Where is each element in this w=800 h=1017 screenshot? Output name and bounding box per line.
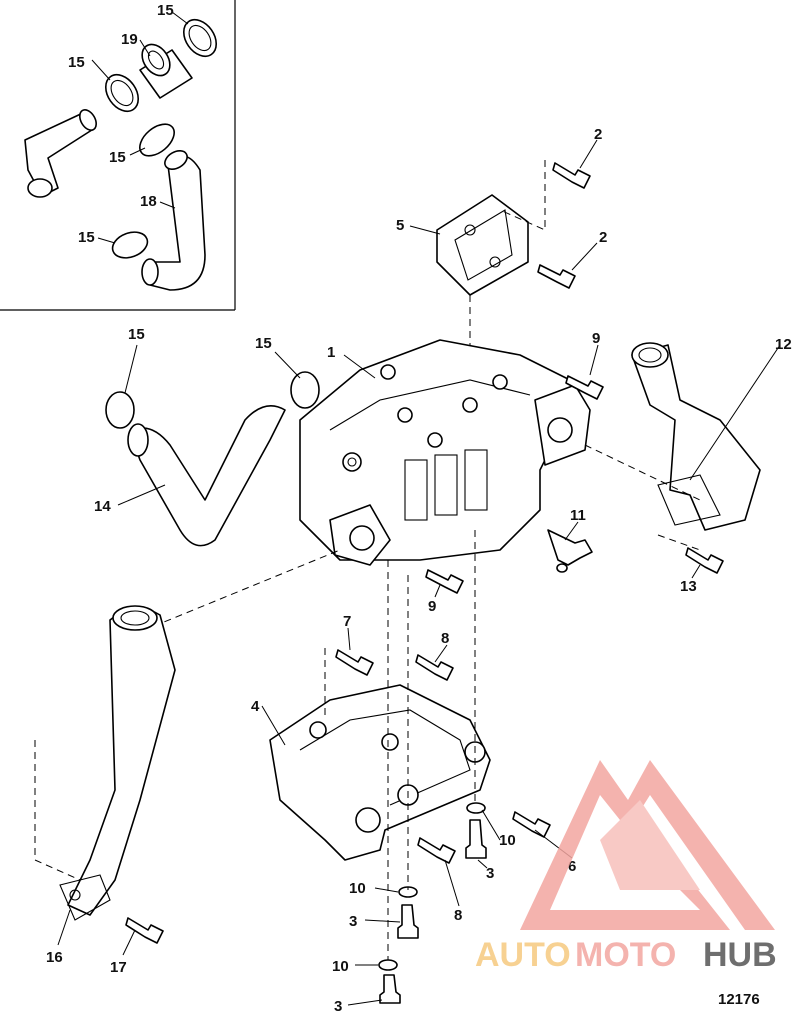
leader-lines xyxy=(57,11,781,1006)
label-15-hose14-right: 15 xyxy=(255,335,272,352)
bolt-2-lower xyxy=(537,264,576,289)
clamp-15-lower xyxy=(111,231,149,259)
label-2-lower: 2 xyxy=(599,229,607,246)
label-19: 19 xyxy=(121,31,138,48)
bracket-5 xyxy=(436,194,529,296)
label-15-lower: 15 xyxy=(78,229,95,246)
stud-3-right xyxy=(465,819,487,859)
inset-frame xyxy=(0,0,236,311)
hose-19 xyxy=(139,43,193,99)
label-16: 16 xyxy=(46,949,63,966)
label-12: 12 xyxy=(775,336,792,353)
bolt-2-upper xyxy=(552,162,591,189)
label-15-top: 15 xyxy=(157,2,174,19)
label-13: 13 xyxy=(680,578,697,595)
label-9-upper: 9 xyxy=(592,330,600,347)
label-3-bottom: 3 xyxy=(334,998,342,1015)
automotohub-logo: AUTO MOTO HUB xyxy=(475,760,777,974)
bolt-9-lower xyxy=(425,569,464,594)
washer-10-lower-b xyxy=(378,959,398,971)
clamp-15-left xyxy=(104,73,140,113)
label-7: 7 xyxy=(343,613,351,630)
label-17: 17 xyxy=(110,959,127,976)
label-8-lower: 8 xyxy=(454,907,462,924)
mounting-bracket-4 xyxy=(269,684,491,861)
bolt-13 xyxy=(685,547,724,574)
stud-3-bottom xyxy=(379,974,401,1004)
logo-text-auto: AUTO xyxy=(475,936,571,974)
figure-number: 12176 xyxy=(718,991,760,1008)
logo-text-moto: MOTO xyxy=(575,936,676,974)
bolt-9-upper xyxy=(565,375,604,400)
label-10-right: 10 xyxy=(499,832,516,849)
label-18: 18 xyxy=(140,193,157,210)
bolt-6 xyxy=(512,811,551,838)
label-3-right: 3 xyxy=(486,865,494,882)
bolt-17 xyxy=(125,917,164,944)
clamp-15-top xyxy=(182,18,218,58)
clamp-15-hose14-right xyxy=(290,371,320,409)
washer-10-right xyxy=(466,802,486,814)
label-15-mid: 15 xyxy=(109,149,126,166)
label-15-left: 15 xyxy=(68,54,85,71)
hose-14 xyxy=(127,404,286,547)
label-10-bottom: 10 xyxy=(332,958,349,975)
elbow-fitting xyxy=(24,109,97,198)
clamp-15-mid xyxy=(139,123,175,157)
label-15-hose14-left: 15 xyxy=(128,326,145,343)
label-1: 1 xyxy=(327,344,335,361)
stud-3-mid xyxy=(397,904,419,939)
label-6: 6 xyxy=(568,858,576,875)
label-4: 4 xyxy=(251,698,260,715)
label-3-mid: 3 xyxy=(349,913,357,930)
label-8-upper: 8 xyxy=(441,630,449,647)
sensor-11 xyxy=(547,529,593,573)
hose-18 xyxy=(141,150,206,291)
pipe-16 xyxy=(59,605,176,921)
logo-text-hub: HUB xyxy=(703,936,777,974)
bolt-7 xyxy=(335,649,374,676)
bolt-8-upper xyxy=(415,654,454,681)
clamp-15-hose14-left xyxy=(105,391,135,429)
label-9-lower: 9 xyxy=(428,598,436,615)
label-5: 5 xyxy=(396,217,404,234)
bolt-8-lower xyxy=(417,837,456,864)
label-10-mid: 10 xyxy=(349,880,366,897)
label-14: 14 xyxy=(94,498,111,515)
elbow-pipe-12 xyxy=(631,342,761,531)
label-2-upper: 2 xyxy=(594,126,602,143)
manifold-block-1 xyxy=(299,339,591,566)
label-11: 11 xyxy=(570,507,586,524)
